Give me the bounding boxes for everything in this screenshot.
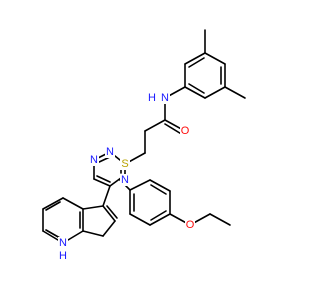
bond (102, 185, 111, 207)
bond (106, 205, 118, 219)
carbonyl-oxygen: O (181, 125, 190, 137)
bond (150, 184, 167, 195)
ethoxyphenyl-ring (119, 179, 231, 226)
bond (102, 220, 116, 237)
atom-label-bg (89, 154, 99, 166)
atom-label-bg (160, 92, 170, 104)
bond (204, 86, 226, 99)
atom-label-bg (180, 125, 190, 137)
bond (82, 205, 104, 210)
triazole-nitrogen-4: N (121, 174, 129, 186)
bond (149, 179, 171, 192)
atom-label-bg (120, 158, 130, 170)
bond (204, 52, 226, 65)
bond (82, 230, 104, 237)
atom-label-bg (120, 174, 130, 186)
amide-nitrogen: N (161, 92, 169, 104)
bond (184, 52, 206, 65)
indole-hydrogen: H (59, 250, 67, 262)
atom-labels: N H O S N N N O N H (58, 92, 195, 262)
amide-hydrogen: H (148, 92, 156, 104)
bond (93, 178, 111, 187)
bond (62, 197, 84, 210)
atom-label-bg (105, 146, 115, 158)
bond (188, 57, 205, 68)
triazole-nitrogen-1: N (106, 146, 114, 158)
molecule-svg: N H O S N N N O N H (42, 29, 246, 262)
bond (144, 119, 166, 132)
dimethylphenyl-ring (184, 29, 246, 99)
bond (209, 213, 231, 226)
bond (149, 213, 171, 226)
bond (188, 83, 205, 94)
methyl-bond (224, 86, 246, 99)
bond (102, 205, 116, 222)
bond (96, 175, 111, 183)
bond (45, 229, 61, 239)
indole-ring (42, 185, 118, 244)
bond (42, 197, 64, 210)
bond (45, 201, 61, 211)
bond (184, 86, 206, 99)
molecule-structure: N H O S N N N O N H (42, 29, 246, 262)
bond (129, 213, 151, 226)
ether-oxygen: O (186, 219, 195, 231)
indole-nitrogen: N (59, 237, 67, 249)
bond (150, 210, 167, 221)
thioether-sulfur: S (121, 158, 128, 170)
bond (129, 179, 151, 191)
atom-label-bg (185, 219, 195, 231)
atom-label-bg (58, 237, 68, 249)
triazole-nitrogen-2: N (90, 154, 98, 166)
